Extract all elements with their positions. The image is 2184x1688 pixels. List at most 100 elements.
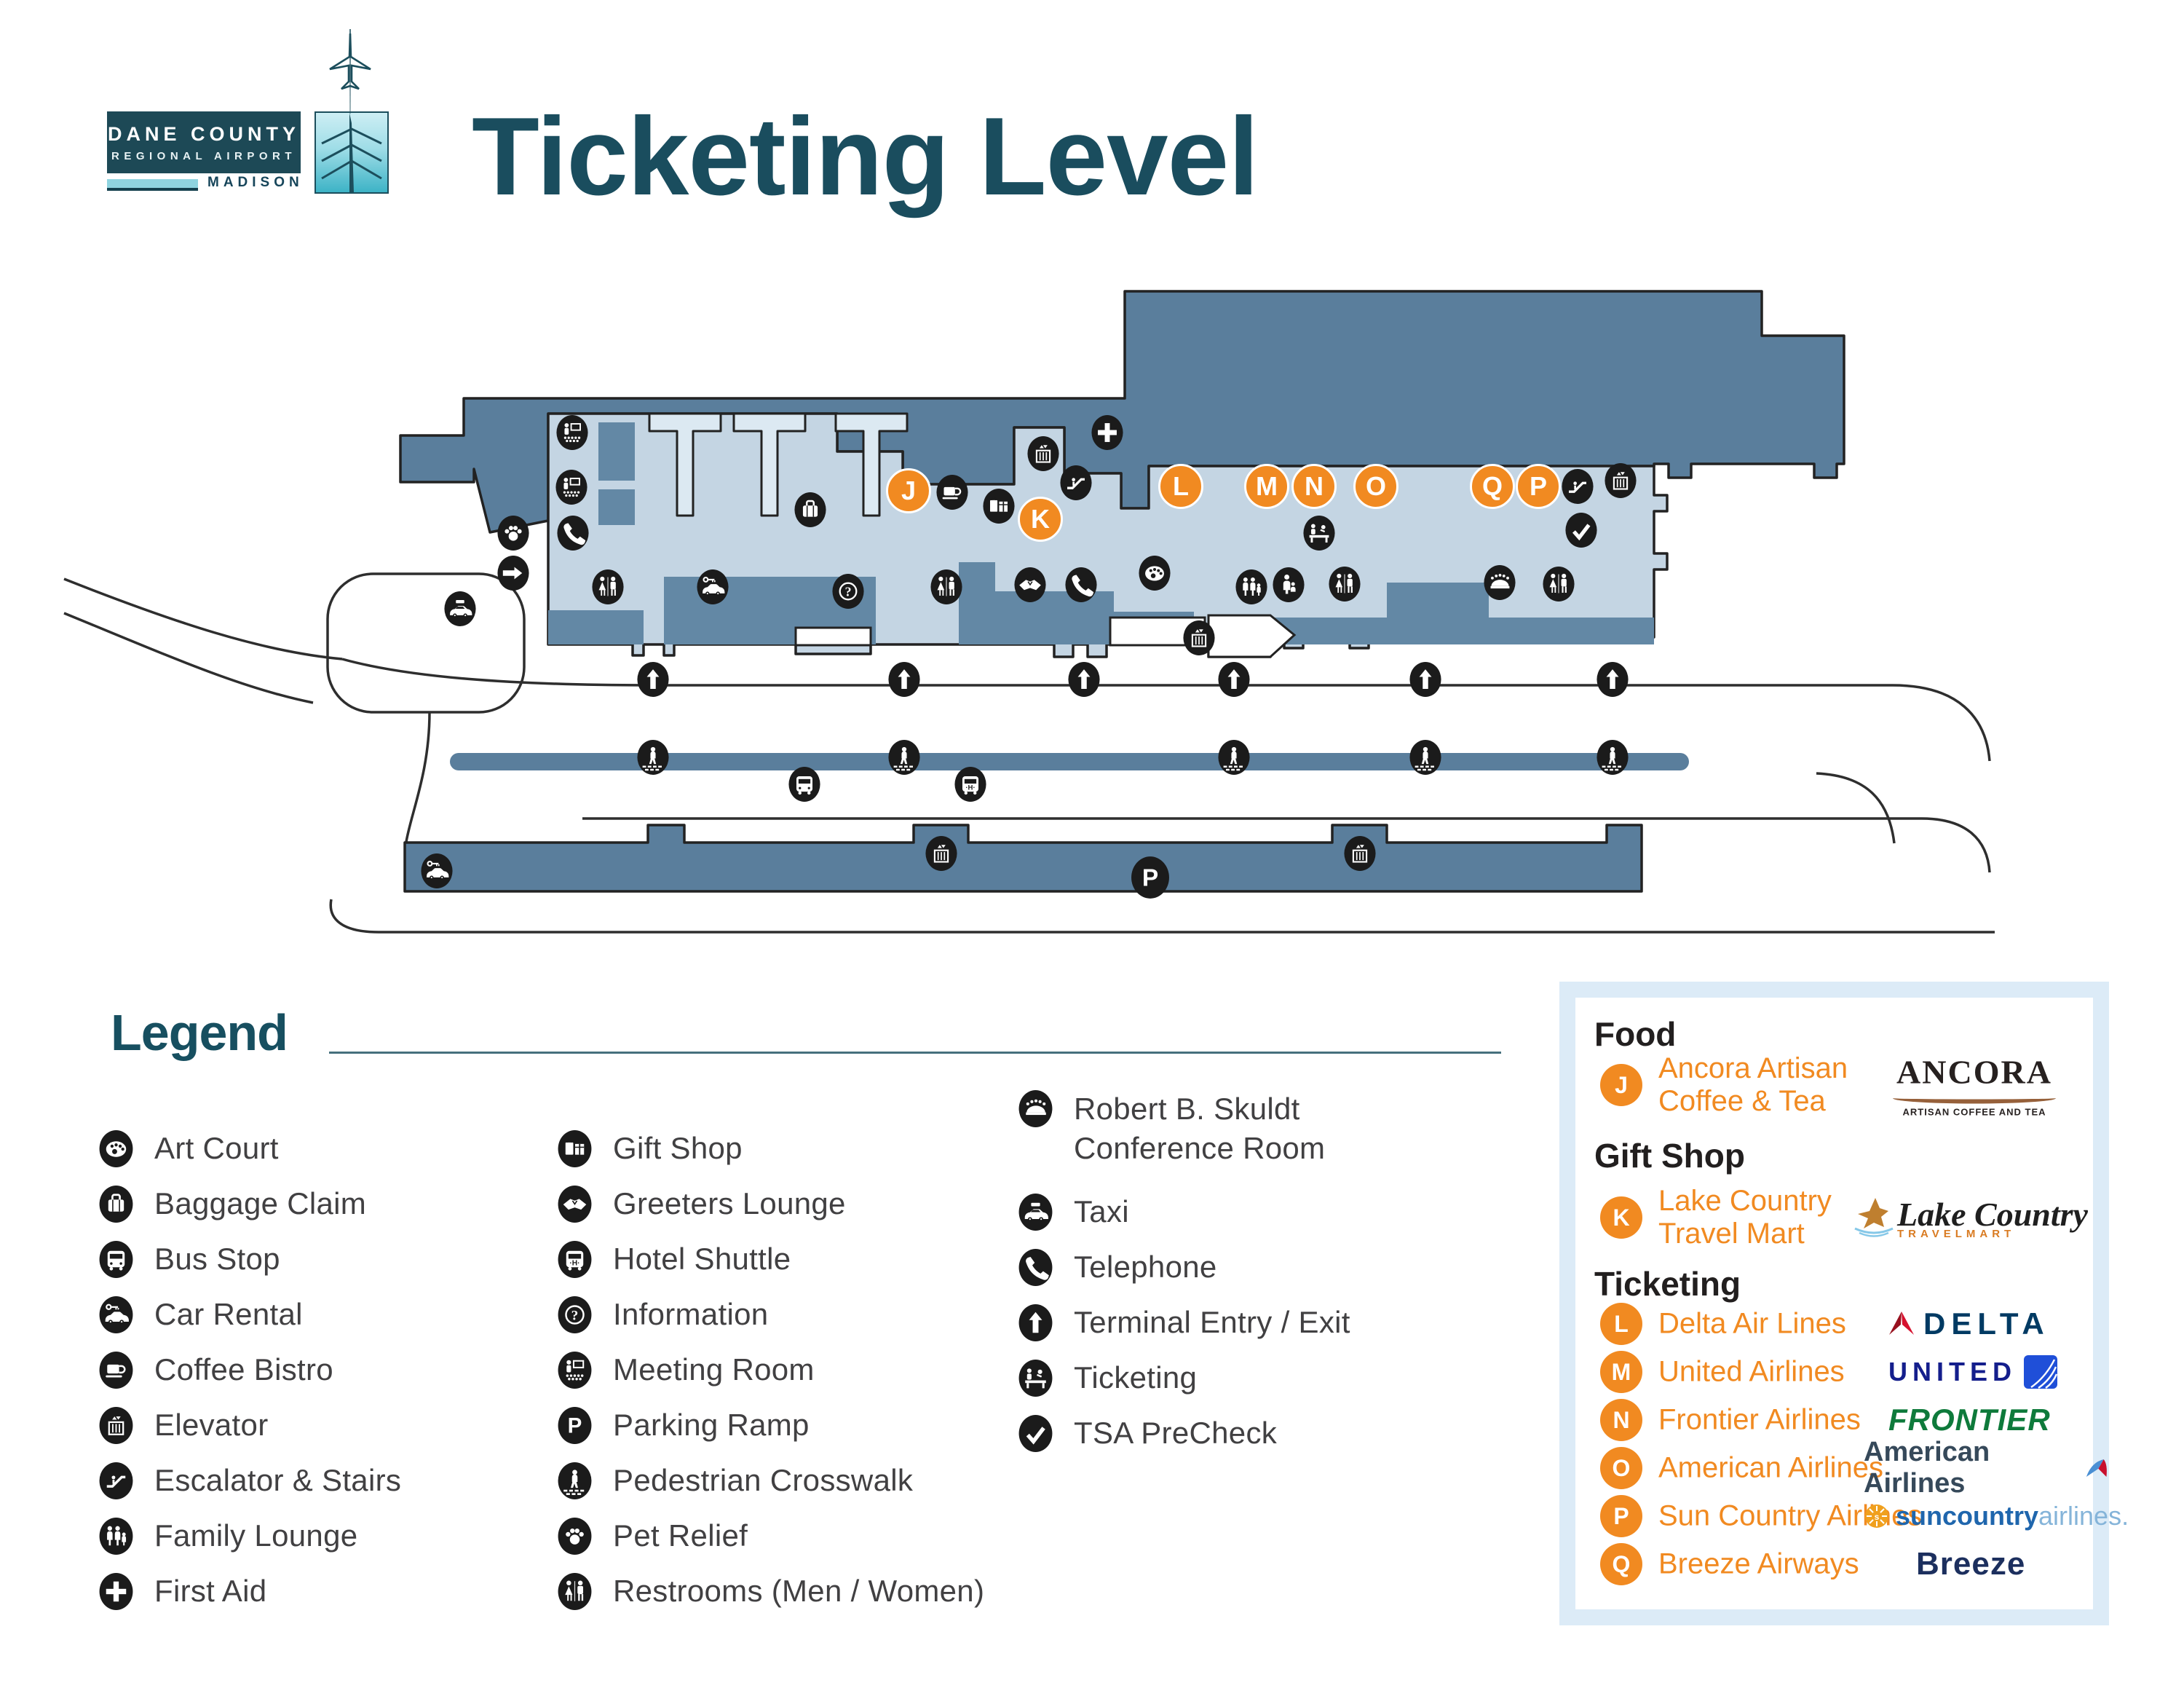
gift-shop-icon: [982, 488, 1016, 524]
badge-k: K: [1600, 1196, 1642, 1239]
delta-widget-icon: [1889, 1312, 1914, 1335]
baggage-claim-icon: [98, 1185, 134, 1223]
legend-label: Telephone: [1074, 1250, 1217, 1284]
elevator-icon: [1343, 835, 1377, 872]
elevator-icon: [925, 835, 958, 872]
tsa-precheck-icon: [1018, 1414, 1053, 1453]
legend-item: Telephone: [1018, 1239, 1387, 1295]
location-badge-k: K: [1018, 497, 1063, 542]
logo-accent-bar: [107, 179, 198, 191]
ancora-logo: Ancora ARTISAN COFFEE AND TEA: [1880, 1053, 2069, 1118]
meeting-room-icon: [557, 1351, 593, 1389]
legend-column-1: Art Court Baggage Claim Bus Stop Car Ren…: [98, 1121, 401, 1619]
escalator-stairs-icon: [1561, 468, 1594, 505]
elevator-icon: [98, 1406, 134, 1445]
family-lounge-icon: [98, 1517, 134, 1555]
legend-label: Ticketing: [1074, 1360, 1198, 1395]
location-badge-n: N: [1291, 464, 1337, 509]
elevator-icon: [1182, 620, 1216, 656]
legend-label: Greeters Lounge: [613, 1186, 846, 1220]
logo-line1: DANE COUNTY: [107, 122, 300, 145]
pet-relief-icon: [557, 1517, 593, 1555]
chevron-graphic-icon: [321, 113, 382, 192]
location-badge-o: O: [1353, 464, 1398, 509]
legend-label: Parking Ramp: [613, 1408, 810, 1442]
greeters-lounge-icon: [1013, 567, 1047, 603]
hotel-shuttle-icon: [557, 1240, 593, 1279]
badge-l: L: [1600, 1303, 1642, 1345]
legend-label: Terminal Entry / Exit: [1074, 1305, 1350, 1339]
frontier-logo: FRONTIER: [1888, 1403, 2051, 1437]
car-rental-icon: [98, 1295, 134, 1334]
legend-label: Pedestrian Crosswalk: [613, 1463, 914, 1497]
pedestrian-crosswalk-icon: [1596, 739, 1629, 776]
legend-item: TSA PreCheck: [1018, 1405, 1387, 1461]
ancora-arc: [1893, 1093, 2056, 1104]
ticket-counters: [648, 412, 909, 517]
united-globe-icon: [2024, 1355, 2057, 1389]
oak-leaf-icon: [1854, 1198, 1894, 1237]
legend-item: Robert B. Skuldt Conference Room: [1018, 1089, 1387, 1184]
logo-tree-graphic: [314, 111, 389, 194]
terminal-entry-icon: [1067, 661, 1101, 698]
svg-text:s: s: [1875, 1512, 1880, 1522]
legend-label: Art Court: [154, 1131, 279, 1165]
telephone-icon: [556, 515, 590, 551]
sun-country-logo: s suncountryairlines.: [1864, 1501, 2129, 1531]
first-aid-icon: [1091, 414, 1124, 451]
legend-label: Baggage Claim: [154, 1186, 367, 1220]
art-court-icon: [98, 1129, 134, 1168]
legend-item: Elevator: [98, 1397, 401, 1453]
airline-name: American Airlines: [1658, 1451, 1884, 1484]
one-way-arrow-icon: [496, 555, 530, 591]
baggage-claim-icon: [794, 492, 827, 528]
legend-label: Taxi: [1074, 1194, 1129, 1228]
taxi-icon: [1018, 1193, 1053, 1231]
airport-logo: DANE COUNTY REGIONAL AIRPORT: [107, 111, 301, 173]
lake-wordmark: Lake Country: [1897, 1196, 2088, 1233]
legend-item: Bus Stop: [98, 1231, 401, 1287]
telephone-icon: [1064, 567, 1098, 603]
terminal-entry-icon: [1596, 661, 1629, 698]
legend-label: Robert B. Skuldt Conference Room: [1074, 1092, 1326, 1165]
meeting-room-icon: [555, 414, 589, 451]
pedestrian-crosswalk-icon: [557, 1462, 593, 1500]
legend-item: Information: [557, 1287, 984, 1342]
car-rental-icon: [420, 853, 454, 889]
legend-item: Baggage Claim: [98, 1176, 401, 1231]
parking-ramp-icon: [1130, 856, 1171, 899]
location-badge-q: Q: [1470, 464, 1515, 509]
terminal-entry-icon: [1409, 661, 1442, 698]
gift-shop-heading: Gift Shop: [1594, 1137, 1745, 1175]
legend-label: Hotel Shuttle: [613, 1242, 791, 1276]
ticketing-icon: [1018, 1359, 1053, 1397]
coffee-bistro-icon: [98, 1351, 134, 1389]
pedestrian-crosswalk-icon: [1409, 739, 1442, 776]
badge-j: J: [1600, 1064, 1642, 1106]
legend-item: Hotel Shuttle: [557, 1231, 984, 1287]
family-lounge-icon: [1235, 569, 1268, 605]
badge-q: Q: [1600, 1543, 1642, 1585]
terminal-entry-icon: [1018, 1304, 1053, 1342]
terminal-entry-icon: [1217, 661, 1251, 698]
escalator-stairs-icon: [98, 1462, 134, 1500]
ancora-wordmark: Ancora: [1896, 1053, 2052, 1091]
american-airlines-logo: American Airlines: [1864, 1437, 2109, 1499]
restrooms-icon: [1542, 566, 1575, 602]
legend-item: Ticketing: [1018, 1350, 1387, 1405]
food-heading: Food: [1594, 1015, 1677, 1053]
art-court-icon: [1138, 555, 1171, 591]
logo-city: MADISON: [207, 175, 304, 190]
legend-label: TSA PreCheck: [1074, 1416, 1278, 1450]
terminal-entry-icon: [636, 661, 670, 698]
airline-name: Delta Air Lines: [1658, 1307, 1846, 1340]
legend-label: Restrooms (Men / Women): [613, 1574, 985, 1608]
information-icon: [831, 573, 865, 610]
hotel-shuttle-icon: [954, 766, 987, 802]
badge-n: N: [1600, 1399, 1642, 1441]
ticketing-icon: [1302, 515, 1336, 551]
bus-stop-icon: [98, 1240, 134, 1279]
